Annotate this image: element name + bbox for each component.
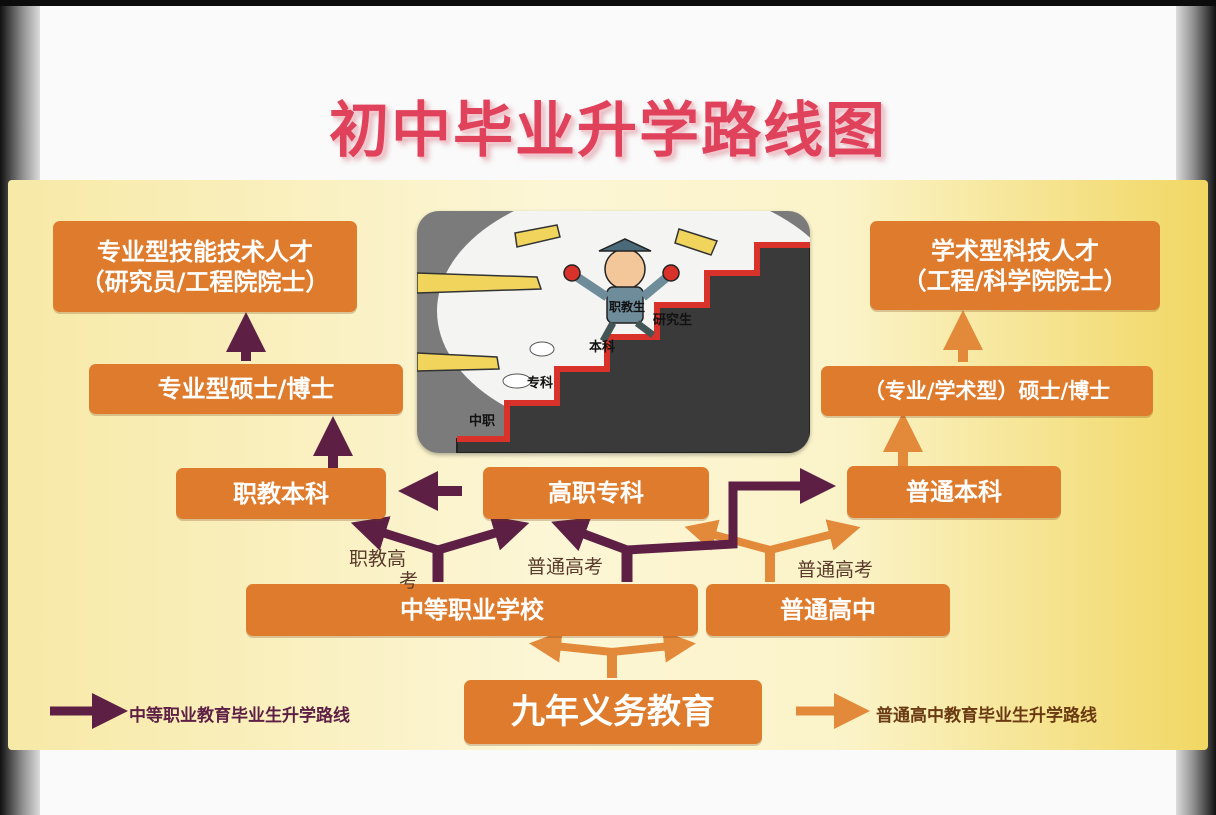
illus-step-4: 研究生 (653, 312, 692, 328)
regular-bachelor-box: 普通本科 (847, 466, 1061, 518)
regular-high-box: 普通高中 (706, 584, 950, 636)
vocational-exam-text-a: 职教高 (349, 548, 407, 570)
compulsory-education-box: 九年义务教育 (464, 680, 762, 744)
academic-talent-subtitle: （工程/科学院院士） (902, 266, 1128, 295)
regular-exam-label-right: 普通高考 (797, 559, 874, 581)
compulsory-branch-arrows (529, 630, 696, 678)
legend-orange-label: 普通高中教育毕业生升学路线 (876, 706, 1097, 726)
vocational-exam-label: 职教高 考 (349, 548, 418, 592)
illus-step-1: 中职 (469, 413, 495, 429)
vocational-exam-arrows (350, 515, 530, 582)
higher-vocational-label: 高职专科 (548, 479, 644, 507)
skilled-talent-box: 专业型技能技术人才 （研究员/工程院院士） (53, 221, 357, 312)
illus-student-tag: 职教生 (609, 299, 645, 314)
regular-exam-label-left: 普通高考 (527, 556, 604, 578)
staircase-drawing: 中职 专科 本科 职教生 研究生 (417, 211, 810, 453)
secondary-vocational-box: 中等职业学校 (246, 584, 698, 636)
vocational-exam-text-b: 考 (399, 570, 419, 592)
compulsory-education-label: 九年义务教育 (511, 691, 715, 732)
regular-exam-arrows (551, 468, 836, 582)
regular-high-label: 普通高中 (780, 596, 876, 624)
vocational-bachelor-box: 职教本科 (176, 468, 386, 519)
pro-master-label: 专业型硕士/博士 (157, 375, 335, 403)
academic-talent-box: 学术型科技人才 （工程/科学院院士） (870, 221, 1160, 310)
acad-master-label: （专业/学术型）硕士/博士 (863, 378, 1111, 403)
illus-step-3: 本科 (589, 339, 615, 355)
academic-talent-title: 学术型科技人才 (931, 236, 1099, 265)
staircase-illustration: 中职 专科 本科 职教生 研究生 (417, 211, 810, 453)
skilled-talent-title: 专业型技能技术人才 (97, 237, 313, 266)
legend-purple-label: 中等职业教育毕业生升学路线 (129, 706, 350, 726)
illus-step-2: 专科 (527, 375, 553, 391)
acad-master-box: （专业/学术型）硕士/博士 (821, 366, 1153, 416)
higher-vocational-box: 高职专科 (483, 467, 709, 519)
secondary-vocational-label: 中等职业学校 (400, 596, 544, 624)
skilled-talent-subtitle: （研究员/工程院院士） (80, 267, 330, 296)
vocational-bachelor-label: 职教本科 (233, 479, 329, 508)
page-title: 初中毕业升学路线图 (329, 96, 887, 166)
pro-master-box: 专业型硕士/博士 (89, 364, 403, 414)
regular-bachelor-label: 普通本科 (906, 478, 1002, 506)
